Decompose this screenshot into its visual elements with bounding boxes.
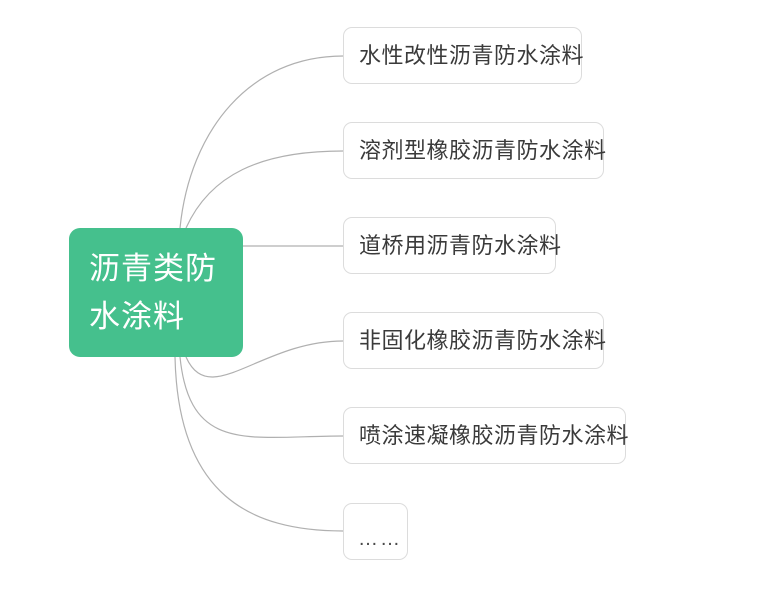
child-node-5[interactable]: 喷涂速凝橡胶沥青防水涂料 <box>343 407 630 464</box>
child-node-3-label: 道桥用沥青防水涂料 <box>359 232 562 258</box>
child-node-5-label: 喷涂速凝橡胶沥青防水涂料 <box>359 422 630 448</box>
root-node-label-line-1: 沥青类防 <box>89 250 217 286</box>
child-node-4[interactable]: 非固化橡胶沥青防水涂料 <box>343 312 607 369</box>
connector-to-child-2 <box>185 150 344 229</box>
connector-to-child-6 <box>174 356 344 532</box>
child-node-4-label: 非固化橡胶沥青防水涂料 <box>359 327 607 353</box>
child-node-2[interactable]: 溶剂型橡胶沥青防水涂料 <box>343 122 607 179</box>
connector-to-child-5 <box>179 356 344 439</box>
root-node-label-line-2: 水涂料 <box>89 298 185 334</box>
child-node-6-label: …… <box>358 527 402 550</box>
child-node-3[interactable]: 道桥用沥青防水涂料 <box>343 217 561 274</box>
child-node-6[interactable]: …… <box>343 503 408 560</box>
connector-to-child-1 <box>179 55 344 229</box>
child-node-1[interactable]: 水性改性沥青防水涂料 <box>343 27 585 84</box>
child-node-2-label: 溶剂型橡胶沥青防水涂料 <box>359 137 607 163</box>
root-node[interactable]: 沥青类防 水涂料 <box>69 228 243 357</box>
child-node-1-label: 水性改性沥青防水涂料 <box>359 42 585 68</box>
